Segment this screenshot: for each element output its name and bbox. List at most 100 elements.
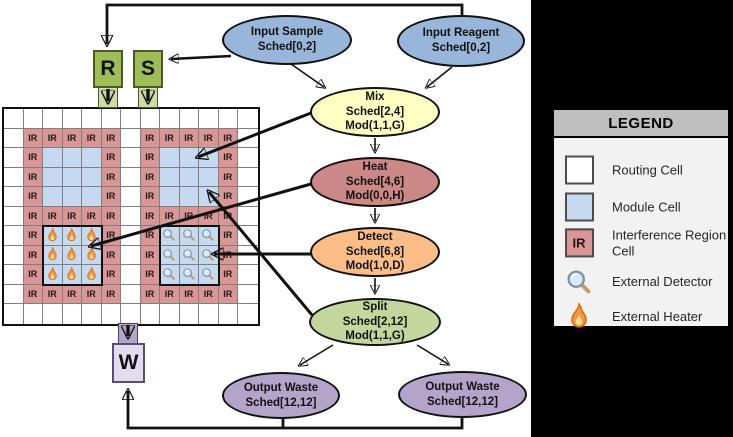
- routing-cell: [62, 109, 82, 129]
- edge-input-sample-to-mix: [290, 63, 324, 87]
- routing-cell: [4, 109, 24, 129]
- module-cell: [160, 167, 180, 187]
- ir-cell: IR: [199, 284, 219, 304]
- routing-cell: [199, 304, 219, 324]
- node-title: Detect: [357, 230, 393, 243]
- module-cell: [43, 148, 63, 168]
- legend-box: LEGEND Routing Cell Module Cell IR Inter…: [552, 108, 730, 328]
- legend-item-routing-cell: Routing Cell: [562, 155, 728, 185]
- ir-cell: IR: [101, 206, 121, 226]
- routing-cell: [23, 304, 43, 324]
- flame-icon: [48, 247, 57, 261]
- node-sched: Sched[12,12]: [427, 395, 498, 408]
- node-output-waste-right: Output Waste Sched[12,12]: [398, 371, 527, 418]
- port-s-stem: [138, 87, 158, 108]
- edge-split-to-waste-right: [416, 344, 448, 364]
- port-w: W: [112, 343, 145, 383]
- routing-cell: [121, 226, 141, 246]
- node-mod: Mod(1,1,G): [345, 120, 405, 133]
- routing-cell: [121, 148, 141, 168]
- routing-cell: [121, 187, 141, 207]
- legend-title: LEGEND: [554, 110, 728, 138]
- ir-cell: IR: [23, 187, 43, 207]
- port-w-label: W: [118, 351, 139, 374]
- module-cell: [82, 187, 102, 207]
- ir-cell-swatch: IR: [564, 228, 594, 258]
- ir-cell: IR: [43, 206, 63, 226]
- routing-cell: [101, 109, 121, 129]
- ir-cell: IR: [140, 148, 160, 168]
- node-mix: Mix Sched[2,4] Mod(1,1,G): [310, 87, 440, 137]
- node-input-sample: Input Sample Sched[0,2]: [222, 15, 352, 65]
- routing-cell: [101, 304, 121, 324]
- routing-cell: [179, 304, 199, 324]
- node-title: Mix: [365, 90, 385, 103]
- node-output-waste-left: Output Waste Sched[12,12]: [222, 372, 340, 419]
- ir-cell: IR: [43, 128, 63, 148]
- ir-cell: IR: [140, 167, 160, 187]
- magnifier-icon: [202, 229, 214, 241]
- flame-icon: [48, 227, 57, 241]
- ir-cell: IR: [101, 167, 121, 187]
- legend-item-external-detector: External Detector: [562, 268, 728, 296]
- routing-cell: [238, 167, 258, 187]
- flame-icon: [67, 227, 76, 241]
- routing-cell: [121, 245, 141, 265]
- magnifier-icon: [182, 229, 195, 241]
- legend-panel: LEGEND Routing Cell Module Cell IR Inter…: [531, 0, 733, 437]
- node-title: Heat: [362, 160, 388, 173]
- node-input-reagent: Input Reagent Sched[0,2]: [397, 15, 525, 67]
- ir-cell: IR: [179, 284, 199, 304]
- routing-cell: [43, 304, 63, 324]
- routing-cell: [238, 109, 258, 129]
- routing-cell: [238, 245, 258, 265]
- routing-cell: [82, 304, 102, 324]
- module-cell: [179, 167, 199, 187]
- detector-cell: [179, 226, 199, 246]
- routing-cell: [218, 109, 238, 129]
- ir-cell: IR: [140, 128, 160, 148]
- node-sched: Sched[6,8]: [345, 245, 405, 258]
- module-cell: [179, 148, 199, 168]
- ir-cell: IR: [23, 128, 43, 148]
- legend-label: Module Cell: [612, 199, 681, 215]
- detector-cell: [160, 226, 180, 246]
- module-cell: [199, 167, 219, 187]
- routing-cell: [4, 167, 24, 187]
- ir-cell: IR: [218, 167, 238, 187]
- node-sched: Sched[0,2]: [431, 42, 491, 54]
- routing-cell-swatch: [564, 155, 594, 185]
- ir-cell: IR: [62, 284, 82, 304]
- module-cell: [160, 148, 180, 168]
- routing-cell: [218, 304, 238, 324]
- node-mod: Mod(0,0,H): [345, 190, 405, 203]
- routing-cell: [238, 284, 258, 304]
- legend-item-module-cell: Module Cell: [562, 192, 728, 222]
- node-title: Output Waste: [243, 381, 319, 394]
- legend-item-ir-cell: IR Interference Region Cell: [562, 227, 728, 258]
- flame-icon: [67, 266, 76, 280]
- flame-icon: [87, 266, 96, 280]
- module-cell: [82, 167, 102, 187]
- ir-cell: IR: [140, 226, 160, 246]
- ir-cell: IR: [43, 284, 63, 304]
- ir-cell: IR: [23, 265, 43, 285]
- routing-cell: [160, 304, 180, 324]
- ir-cell: IR: [101, 226, 121, 246]
- detector-cell: [199, 245, 219, 265]
- module-cell: [82, 148, 102, 168]
- flame-icon: [48, 266, 57, 280]
- flame-icon: [67, 247, 76, 261]
- routing-cell: [238, 148, 258, 168]
- ir-cell: IR: [140, 284, 160, 304]
- ir-cell: IR: [218, 148, 238, 168]
- routing-cell: [238, 187, 258, 207]
- ir-cell: IR: [218, 128, 238, 148]
- routing-cell: [4, 284, 24, 304]
- routing-cell: [121, 304, 141, 324]
- port-s-label: S: [140, 57, 155, 80]
- routing-cell: [4, 245, 24, 265]
- port-r: R: [93, 50, 123, 88]
